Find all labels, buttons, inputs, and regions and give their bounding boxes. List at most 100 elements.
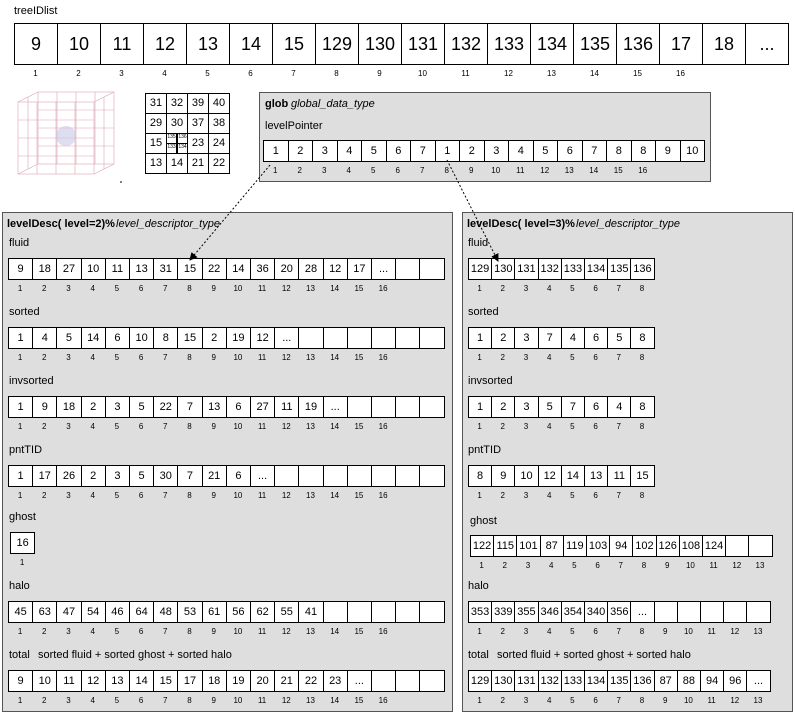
array-note: sorted fluid + sorted ghost + sorted hal… [38, 649, 232, 661]
array-cell: 132 [537, 670, 562, 692]
matrix-cell: 21 [187, 153, 209, 174]
array-index: 1 [17, 627, 23, 636]
array-cell: 6 [584, 327, 609, 349]
array-cell: 8 [630, 140, 656, 162]
array-index: 14 [330, 422, 340, 431]
array-cell: 30 [153, 465, 179, 487]
array-index: 5 [570, 284, 575, 293]
array-cell: 18 [201, 670, 227, 692]
array-cell [346, 327, 372, 349]
array-index: 8 [187, 696, 192, 705]
array-cell: 14 [129, 670, 155, 692]
array-index: 13 [306, 491, 315, 500]
array-cell: 133 [560, 258, 585, 280]
array-index: 3 [322, 166, 327, 175]
array-index: 9 [664, 561, 670, 570]
array-cell: ... [250, 465, 276, 487]
array-index: 9 [211, 627, 216, 636]
array-cell: 17 [32, 465, 58, 487]
array-index: 3 [66, 284, 71, 293]
array-cell: 5 [129, 465, 155, 487]
array-cell: 88 [676, 670, 701, 692]
array-cell: 134 [584, 258, 609, 280]
array-cell: 129 [315, 23, 359, 65]
array-cell: 5 [537, 396, 562, 418]
array-cell: 101 [516, 535, 541, 557]
array-cell: 7 [410, 140, 436, 162]
array-index: 8 [444, 166, 449, 175]
array-cell: 3 [514, 396, 539, 418]
array-index: 6 [593, 353, 598, 362]
array-cell: 131 [401, 23, 445, 65]
array-index: 1 [477, 284, 482, 293]
array-index: 1 [477, 491, 482, 500]
matrix-cell: 22 [208, 153, 230, 174]
array-cell: 2 [491, 327, 516, 349]
array-cell: 6 [225, 396, 251, 418]
array-cell: 11 [56, 670, 82, 692]
array-index: 5 [114, 627, 120, 636]
array-cell: 135 [573, 23, 617, 65]
array-index: 3 [66, 353, 71, 362]
array-cell: 14 [229, 23, 273, 65]
array-index: 13 [547, 69, 556, 78]
array-cell: 6 [557, 140, 583, 162]
array-index: 15 [354, 353, 364, 362]
array-index: 8 [639, 422, 645, 431]
array-index: 1 [19, 558, 25, 567]
array-index: 8 [187, 284, 192, 293]
array-cell: 124 [702, 535, 727, 557]
array-cell: 126 [655, 535, 680, 557]
array-cell: 10 [57, 23, 101, 65]
array-cell: 4 [560, 327, 585, 349]
array-index: 4 [546, 491, 552, 500]
array-index: 8 [639, 284, 645, 293]
array-index: 2 [42, 491, 47, 500]
array-cell: ... [346, 670, 372, 692]
array-index: 12 [281, 696, 291, 705]
array-index: 7 [163, 353, 168, 362]
array-cell: 134 [584, 670, 609, 692]
array-cell: 8 [630, 327, 655, 349]
array-index: 5 [570, 353, 575, 362]
array-index: 5 [570, 491, 575, 500]
array-cell: 20 [274, 258, 300, 280]
array-cell: 5 [361, 140, 387, 162]
array-cell: 136 [630, 670, 655, 692]
array-cell: 64 [129, 601, 155, 623]
array-cell: 21 [201, 465, 227, 487]
array-index: 9 [211, 284, 216, 293]
array-index: 13 [306, 284, 315, 293]
array-index: 5 [572, 561, 577, 570]
matrix-cell: 23 [187, 133, 209, 154]
array-cell [419, 601, 445, 623]
array-cell: 3 [514, 327, 539, 349]
array-cell: 8 [606, 140, 632, 162]
array-cell: 1 [468, 327, 493, 349]
array-cell [322, 465, 348, 487]
array-cell: 2 [201, 327, 227, 349]
array-index: 9 [211, 696, 216, 705]
array-index: 13 [753, 627, 763, 636]
array-index: 14 [330, 696, 340, 705]
level2-title: levelDesc( level=2)% [7, 218, 115, 230]
array-cell: 19 [298, 396, 324, 418]
array-index: 13 [306, 353, 315, 362]
array-cell: 96 [723, 670, 748, 692]
array-cell [371, 465, 397, 487]
array-label: sorted [468, 306, 499, 318]
level2-type: level_descriptor_type [116, 218, 220, 230]
level3-panel [462, 212, 793, 712]
array-index: 16 [378, 627, 388, 636]
array-cell: 87 [653, 670, 678, 692]
array-cell: 13 [129, 258, 155, 280]
array-index: 14 [330, 627, 340, 636]
array-index: 4 [90, 627, 95, 636]
array-index: 16 [638, 166, 648, 175]
array-index: 15 [354, 627, 364, 636]
array-index: 2 [297, 166, 302, 175]
array-index: 6 [593, 422, 598, 431]
array-cell [419, 327, 445, 349]
array-index: 16 [378, 491, 388, 500]
array-cell: 46 [104, 601, 130, 623]
